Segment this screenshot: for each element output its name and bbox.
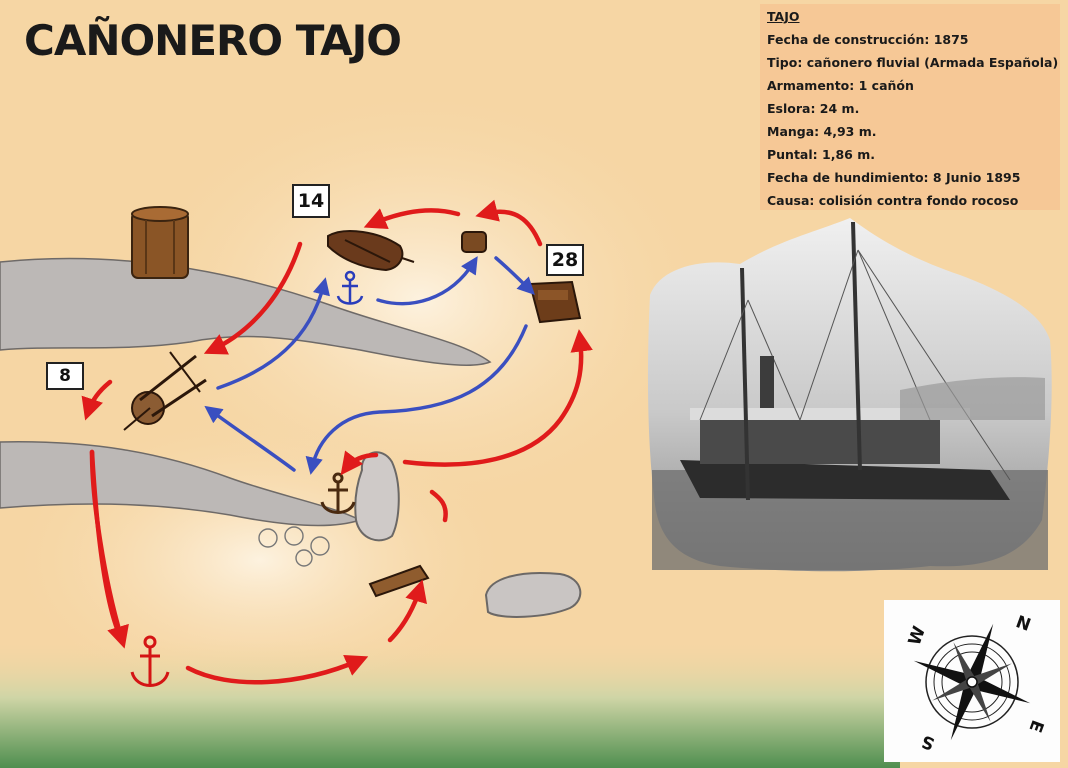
small-debris-object (461, 231, 487, 253)
marker-14: 14 (292, 184, 330, 218)
anchor-icon (130, 635, 170, 687)
info-line: Puntal: 1,86 m. (767, 147, 875, 162)
gunboat-photo (647, 218, 1052, 572)
anchor-icon (320, 472, 356, 514)
cannon-object (368, 564, 430, 598)
blue-dive-route (204, 256, 535, 475)
info-line: Manga: 4,93 m. (767, 124, 877, 139)
windlass-object (123, 351, 207, 431)
info-line: Causa: colisión contra fondo rocoso (767, 193, 1019, 208)
red-dive-route (81, 199, 593, 685)
marker-8: 8 (46, 362, 84, 390)
engine-block-object (528, 280, 582, 324)
boiler-object (131, 206, 189, 279)
reef-band-upper (0, 257, 492, 366)
rock-vertical (354, 451, 400, 542)
ship-name-heading: TAJO (767, 9, 800, 24)
compass-rose-icon (884, 600, 1060, 762)
wreck-bow-object (327, 230, 415, 272)
ship-info-panel: TAJO Fecha de construcción: 1875 Tipo: c… (760, 4, 1060, 210)
info-line: Fecha de hundimiento: 8 Junio 1895 (767, 170, 1021, 185)
info-line: Armamento: 1 cañón (767, 78, 914, 93)
info-line: Fecha de construcción: 1875 (767, 32, 969, 47)
map-title: CAÑONERO TAJO (24, 16, 402, 65)
info-line: Eslora: 24 m. (767, 101, 860, 116)
rock-oval (484, 572, 582, 618)
coral-clumps (258, 526, 330, 567)
info-line: Tipo: cañonero fluvial (Armada Española) (767, 55, 1059, 70)
marker-28: 28 (546, 244, 584, 276)
anchor-icon (336, 270, 364, 305)
